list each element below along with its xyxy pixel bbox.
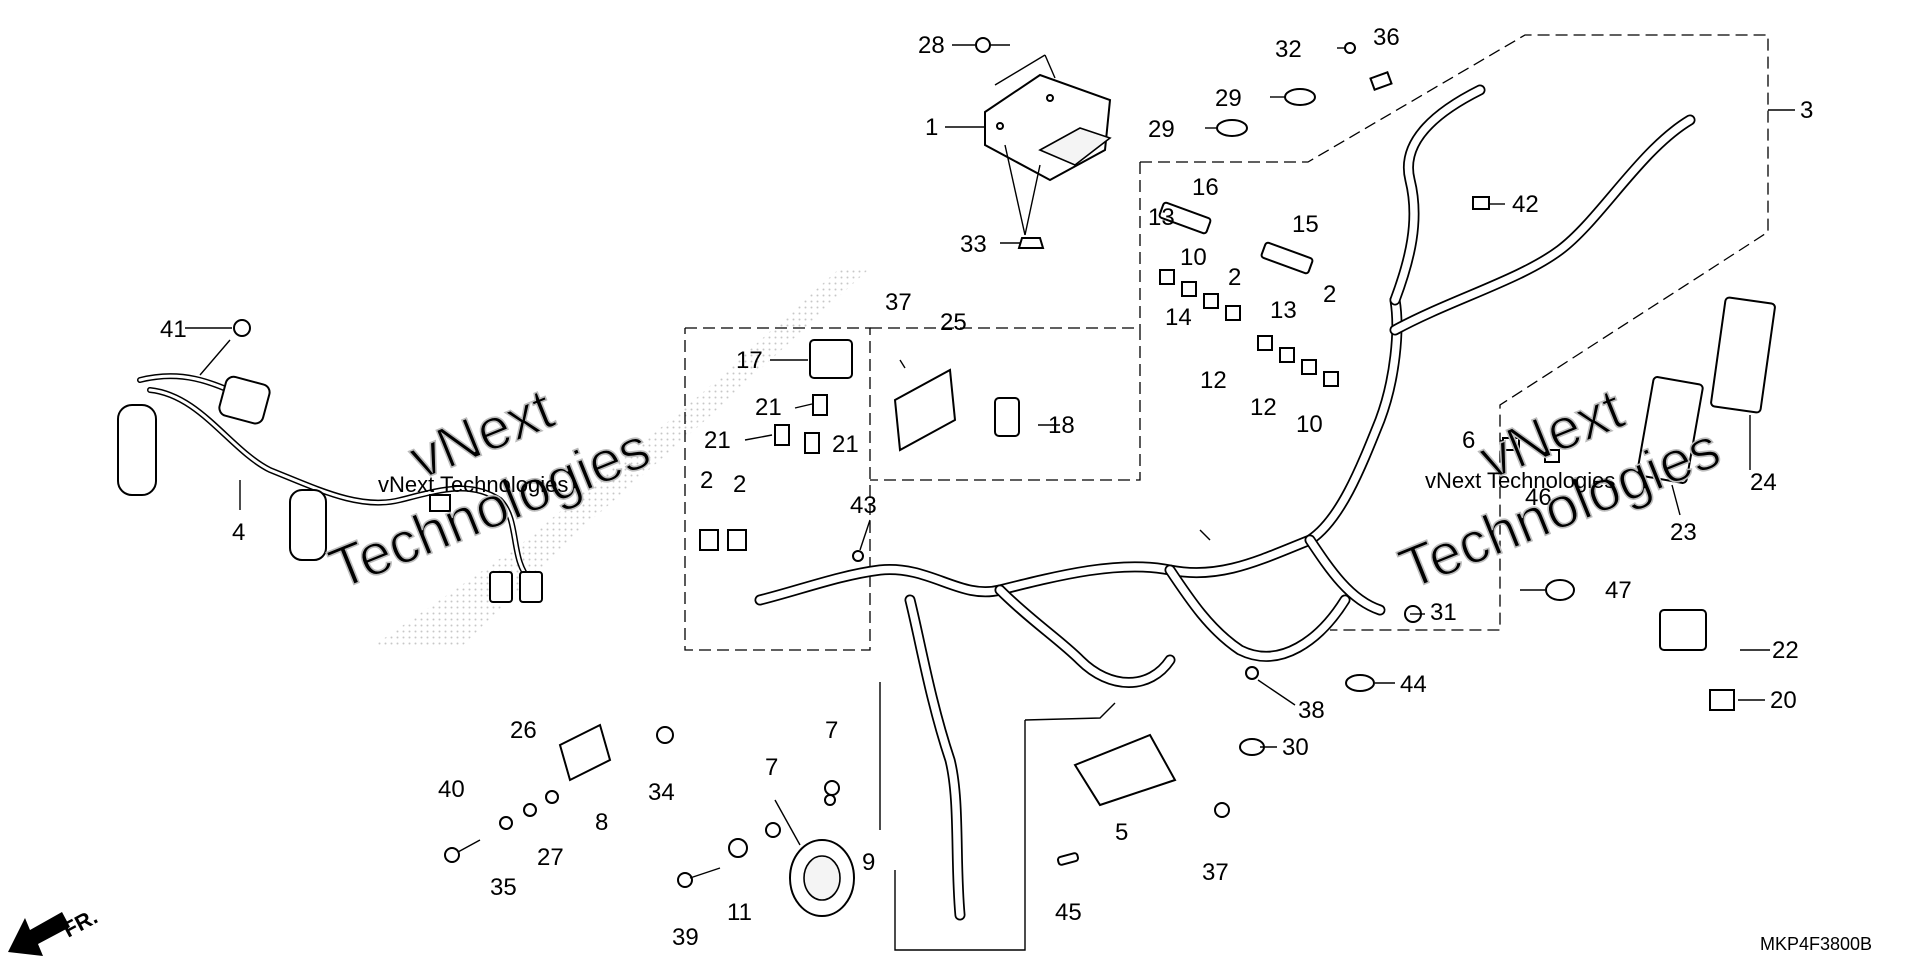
clips-bands	[233, 42, 1575, 866]
coupler-a	[489, 571, 513, 603]
relays-fuses	[699, 201, 1776, 711]
callout-7-b: 7	[765, 754, 778, 781]
front-direction-arrow: FR.	[8, 904, 102, 956]
callout-21-b: 21	[704, 427, 731, 454]
callout-17: 17	[736, 347, 763, 374]
callout-4: 4	[232, 519, 245, 546]
fasteners-top	[975, 37, 1045, 249]
callout-10-a: 10	[1180, 244, 1207, 271]
callout-37-b: 37	[1202, 859, 1229, 886]
callout-12-b: 12	[1250, 394, 1277, 421]
callout-7-a: 7	[825, 717, 838, 744]
main-wire-harness	[754, 84, 1696, 921]
watermark-left-caption: vNext Technologies	[378, 472, 568, 497]
sub-harness-4	[117, 373, 543, 603]
callout-21-c: 21	[832, 431, 859, 458]
callout-39: 39	[672, 924, 699, 951]
brackets	[558, 368, 1177, 807]
callout-37-a: 37	[885, 289, 912, 316]
callout-9: 9	[862, 849, 875, 876]
callout-32: 32	[1275, 36, 1302, 63]
callout-12-a: 12	[1200, 367, 1227, 394]
callout-5: 5	[1115, 819, 1128, 846]
drawing-code: MKP4F3800B	[1760, 934, 1872, 954]
capacitor-right	[289, 489, 327, 561]
callout-34: 34	[648, 779, 675, 806]
watermark-right-caption: vNext Technologies	[1425, 468, 1615, 493]
terminals	[1159, 269, 1339, 387]
callout-33: 33	[960, 231, 987, 258]
front-direction-label: FR.	[59, 904, 102, 943]
callout-41: 41	[160, 316, 187, 343]
callout-21-a: 21	[755, 394, 782, 421]
callout-2-b: 2	[1323, 281, 1336, 308]
callout-10-b: 10	[1296, 411, 1323, 438]
callout-2-a: 2	[1228, 264, 1241, 291]
leader-lines	[185, 44, 1795, 748]
coupler-b	[519, 571, 543, 603]
callout-18: 18	[1048, 412, 1075, 439]
callout-16: 16	[1192, 174, 1219, 201]
callout-22: 22	[1772, 637, 1799, 664]
ecu-module	[984, 73, 1112, 182]
callout-11: 11	[727, 899, 752, 926]
callout-20: 20	[1770, 687, 1797, 714]
callout-38: 38	[1298, 697, 1325, 724]
coupler-c	[429, 494, 451, 512]
callout-14: 14	[1165, 304, 1192, 331]
callout-13-b: 13	[1270, 297, 1297, 324]
subassembly-boxes	[684, 34, 1769, 951]
callout-24: 24	[1750, 469, 1777, 496]
callout-31: 31	[1430, 599, 1457, 626]
callout-2-d: 2	[733, 471, 746, 498]
callout-1: 1	[925, 114, 938, 141]
callout-30: 30	[1282, 734, 1309, 761]
horn-and-hardware	[444, 726, 855, 917]
callout-40: 40	[438, 776, 465, 803]
callout-6: 6	[1462, 427, 1475, 454]
coupler-cap	[218, 375, 271, 425]
callout-2-c: 2	[700, 467, 713, 494]
callout-43: 43	[850, 492, 877, 519]
callout-35: 35	[490, 874, 517, 901]
callout-labels: 28 1 33 32 36 29 29 3 42 16 15 13 10 2 1…	[160, 24, 1813, 951]
callout-29-a: 29	[1215, 85, 1242, 112]
callout-15: 15	[1292, 211, 1319, 238]
callout-46: 46	[1525, 484, 1552, 511]
callout-25: 25	[940, 309, 967, 336]
callout-3: 3	[1800, 97, 1813, 124]
callout-26: 26	[510, 717, 537, 744]
capacitor-left	[117, 404, 157, 496]
callout-44: 44	[1400, 671, 1427, 698]
callout-29-b: 29	[1148, 116, 1175, 143]
callout-47: 47	[1605, 577, 1632, 604]
watermark-dot-shading	[370, 268, 870, 648]
callout-23: 23	[1670, 519, 1697, 546]
callout-36: 36	[1373, 24, 1400, 51]
callout-8: 8	[595, 809, 608, 836]
callout-13-a: 13	[1148, 204, 1175, 231]
callout-27: 27	[537, 844, 564, 871]
front-arrow-icon	[8, 912, 70, 956]
callout-42: 42	[1512, 191, 1539, 218]
callout-45: 45	[1055, 899, 1082, 926]
callout-28: 28	[918, 32, 945, 59]
